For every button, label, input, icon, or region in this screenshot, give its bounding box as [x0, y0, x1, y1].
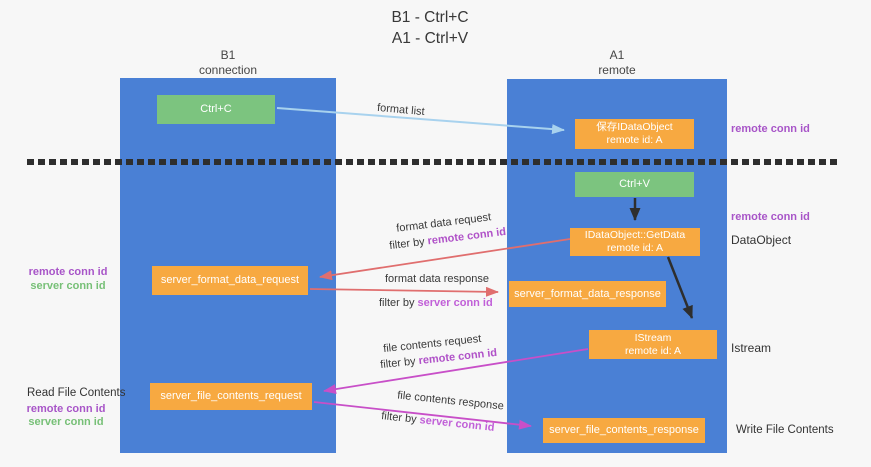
node-ctrl-v-label: Ctrl+V: [619, 178, 650, 190]
lane-header-a1: A1 remote: [507, 48, 727, 78]
label-filter-by-server-1: filter by server conn id: [379, 297, 493, 309]
title-line-1: B1 - Ctrl+C: [391, 9, 469, 26]
label-filter-by-server-2: filter by server conn id: [381, 410, 495, 434]
lane-b1-role: connection: [198, 63, 258, 77]
node-ctrl-c-label: Ctrl+C: [200, 103, 232, 115]
diagram-title: B1 - Ctrl+C A1 - Ctrl+V: [280, 7, 580, 49]
annotation-conn-id-stack-1: remote conn id server conn id: [20, 265, 116, 293]
node-saved-dataobject-sub: remote id: A: [606, 134, 663, 146]
node-istream-sub: remote id: A: [624, 344, 682, 357]
node-server-file-contents-response: server_file_contents_response: [543, 418, 705, 443]
label-format-list: format list: [376, 101, 426, 119]
label-filter-prefix-3: filter by: [379, 355, 420, 372]
node-ctrl-v: Ctrl+V: [575, 172, 694, 197]
node-saved-dataobject: 保存IDataObject remote id: A: [575, 119, 694, 149]
arrow-format-data-response: [309, 286, 499, 297]
lane-a1-role: remote: [598, 63, 636, 77]
annotation-dataobject: DataObject: [731, 233, 792, 247]
title-line-2: A1 - Ctrl+V: [391, 30, 469, 47]
lane-header-b1: B1 connection: [120, 48, 336, 78]
node-idataobject-getdata: IDataObject::GetData remote id: A: [570, 228, 700, 256]
annotation-left-server-conn-id-1: server conn id: [30, 280, 106, 292]
label-filter-key-server-1: server conn id: [417, 297, 493, 309]
annotation-read-file-contents: Read File Contents: [27, 387, 126, 399]
annotation-conn-id-stack-2: remote conn id server conn id: [18, 403, 114, 429]
session-separator-dashed-line: [27, 159, 838, 165]
node-server-format-data-response-label: server_format_data_response: [514, 287, 661, 300]
node-ctrl-c: Ctrl+C: [157, 95, 275, 124]
node-getdata-label: IDataObject::GetData: [584, 229, 686, 241]
label-filter-prefix-1: filter by: [388, 235, 429, 253]
node-server-file-contents-request-label: server_file_contents_request: [160, 390, 302, 402]
label-filter-key-server-2: server conn id: [418, 414, 496, 434]
label-filter-prefix-2: filter by: [379, 297, 418, 309]
node-server-file-contents-request: server_file_contents_request: [150, 383, 312, 410]
node-istream: IStream remote id: A: [589, 330, 717, 359]
label-format-data-response: format data response: [385, 273, 489, 285]
node-getdata-sub: remote id: A: [606, 242, 664, 254]
lane-a1-name: A1: [609, 48, 625, 62]
label-filter-prefix-4: filter by: [380, 410, 421, 427]
annotation-istream: Istream: [731, 341, 772, 355]
node-istream-label: IStream: [634, 331, 672, 344]
lane-b1-name: B1: [220, 48, 236, 62]
node-server-format-data-response: server_format_data_response: [509, 281, 666, 307]
node-server-format-data-request: server_format_data_request: [152, 266, 308, 295]
node-server-file-contents-response-label: server_file_contents_response: [549, 424, 699, 436]
annotation-remote-conn-id-top-right: remote conn id: [731, 123, 810, 135]
annotation-left-remote-conn-id-2: remote conn id: [26, 403, 106, 415]
annotation-left-server-conn-id-2: server conn id: [28, 416, 104, 428]
annotation-write-file-contents: Write File Contents: [736, 424, 834, 436]
annotation-remote-conn-id-right: remote conn id: [731, 211, 810, 223]
annotation-left-remote-conn-id-1: remote conn id: [28, 266, 108, 278]
node-saved-dataobject-label: 保存IDataObject: [596, 121, 673, 133]
node-server-format-data-request-label: server_format_data_request: [160, 274, 300, 286]
label-file-contents-response: file contents response: [396, 389, 505, 413]
